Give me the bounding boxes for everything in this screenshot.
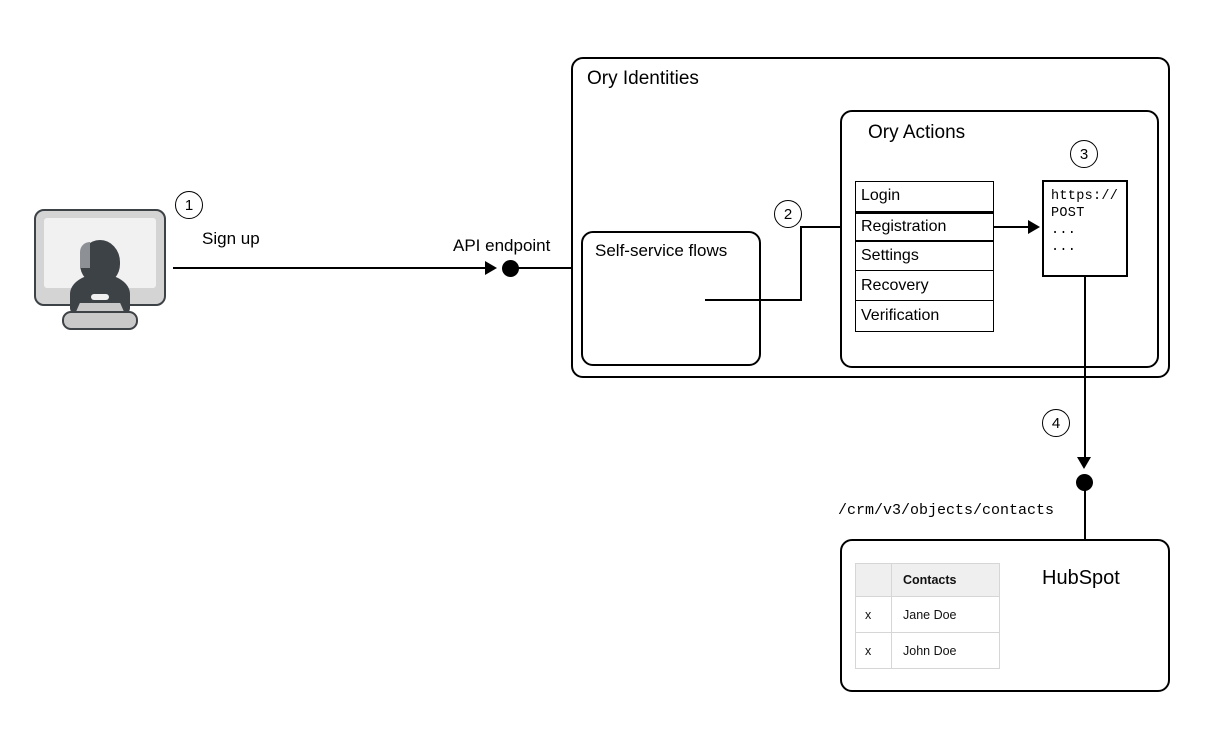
step-marker-1: 1 xyxy=(175,191,203,219)
flow-item-login[interactable]: Login xyxy=(856,182,993,212)
hubspot-contacts-table: Contacts x Jane Doe x John Doe xyxy=(855,563,1000,669)
api-endpoint-dot xyxy=(502,259,519,277)
api-endpoint-connector xyxy=(514,267,574,269)
row-name-cell: John Doe xyxy=(891,632,1000,669)
webhook-to-hubspot-line xyxy=(1084,277,1086,462)
table-header-row: Contacts xyxy=(855,563,1000,597)
row-marker-cell: x xyxy=(855,596,892,633)
self-service-flows-title: Self-service flows xyxy=(595,241,728,260)
step-marker-3: 3 xyxy=(1070,140,1098,168)
api-endpoint-label: API endpoint xyxy=(453,236,551,255)
flow-item-recovery[interactable]: Recovery xyxy=(856,271,993,302)
hubspot-title: HubSpot xyxy=(1042,567,1120,589)
step-marker-4: 4 xyxy=(1042,409,1070,437)
crm-path-label: /crm/v3/objects/contacts xyxy=(838,502,1055,519)
flow-item-settings[interactable]: Settings xyxy=(856,241,993,272)
self-service-flows-box xyxy=(581,231,761,366)
monitor-indicator xyxy=(91,294,109,300)
hubspot-endpoint-connector xyxy=(1084,488,1086,541)
ory-identities-title: Ory Identities xyxy=(587,68,699,89)
flows-to-registration-segment-3 xyxy=(800,226,845,228)
sign-up-label: Sign up xyxy=(202,229,260,248)
webhook-line-1: https:// xyxy=(1051,189,1119,204)
flow-item-verification[interactable]: Verification xyxy=(856,301,993,331)
registration-to-webhook-line xyxy=(994,226,1030,228)
sign-up-arrow-line xyxy=(173,267,485,269)
flow-item-registration[interactable]: Registration xyxy=(856,211,993,242)
row-marker-cell: x xyxy=(855,632,892,669)
flows-to-registration-segment-1 xyxy=(705,299,802,301)
monitor-frame xyxy=(34,209,166,314)
step-marker-2: 2 xyxy=(774,200,802,228)
webhook-arrowhead xyxy=(1028,220,1040,234)
sign-up-arrowhead xyxy=(485,261,497,275)
table-row[interactable]: x Jane Doe xyxy=(855,596,1000,633)
webhook-line-4: ... xyxy=(1051,240,1077,255)
flows-to-registration-segment-2 xyxy=(800,226,802,301)
avatar-highlight xyxy=(80,242,90,268)
table-row[interactable]: x John Doe xyxy=(855,632,1000,669)
webhook-line-2: POST xyxy=(1051,206,1085,221)
hubspot-arrowhead xyxy=(1077,457,1091,469)
ory-actions-title: Ory Actions xyxy=(868,122,966,143)
header-cell-blank xyxy=(855,563,892,597)
monitor-screen xyxy=(44,218,156,314)
monitor-base xyxy=(62,311,138,330)
row-name-cell: Jane Doe xyxy=(891,596,1000,633)
webhook-code-box: https:// POST ... ... xyxy=(1042,180,1128,277)
header-cell-contacts: Contacts xyxy=(891,563,1000,597)
webhook-line-3: ... xyxy=(1051,223,1077,238)
hubspot-endpoint-dot xyxy=(1076,474,1093,491)
ory-actions-flow-list: Login Registration Settings Recovery Ver… xyxy=(855,181,994,332)
